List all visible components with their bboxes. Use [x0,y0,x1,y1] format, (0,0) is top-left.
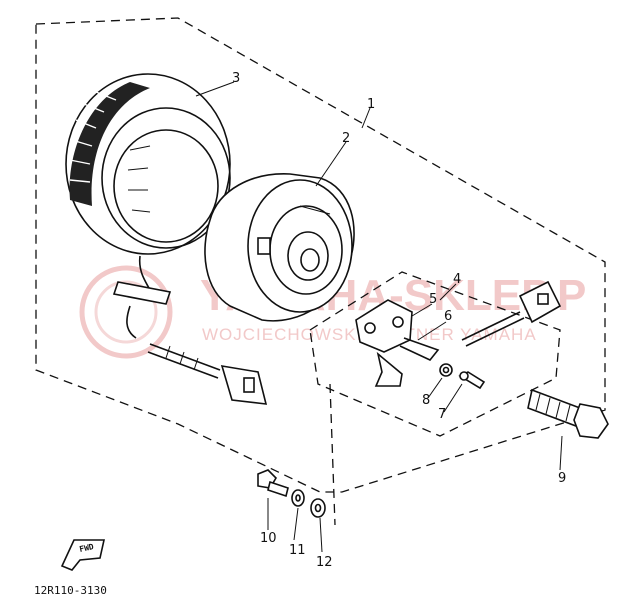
callout-6: 6 [444,309,452,324]
callout-4: 4 [453,272,461,287]
stator-lead-connector [147,343,268,405]
assembly-boundary [35,17,606,493]
callout-9: 9 [558,471,566,486]
bolt-10 [257,469,289,498]
callout-3: 3 [232,71,240,86]
pickup-group-boundary [309,271,561,437]
callout-8: 8 [422,393,430,408]
stator-coil [65,73,231,339]
callout-7: 7 [438,407,446,422]
fwd-label: FWD [79,542,95,554]
callout-11: 11 [289,543,306,558]
bolt-9 [527,388,609,439]
callout-1: 1 [367,97,375,112]
pickup-coil [355,280,562,387]
small-fasteners [439,363,486,390]
callout-5: 5 [429,292,437,307]
callout-12: 12 [316,555,333,570]
leader-lines [195,81,563,553]
fwd-arrow-icon: FWD [60,539,105,571]
callout-2: 2 [342,131,350,146]
diagram-code: 12R110-3130 [34,584,107,597]
callout-10: 10 [260,531,277,546]
washer-12 [310,498,326,518]
rotor-flywheel [204,173,355,322]
bolt-group-line [329,383,336,526]
washer-11 [291,489,305,507]
